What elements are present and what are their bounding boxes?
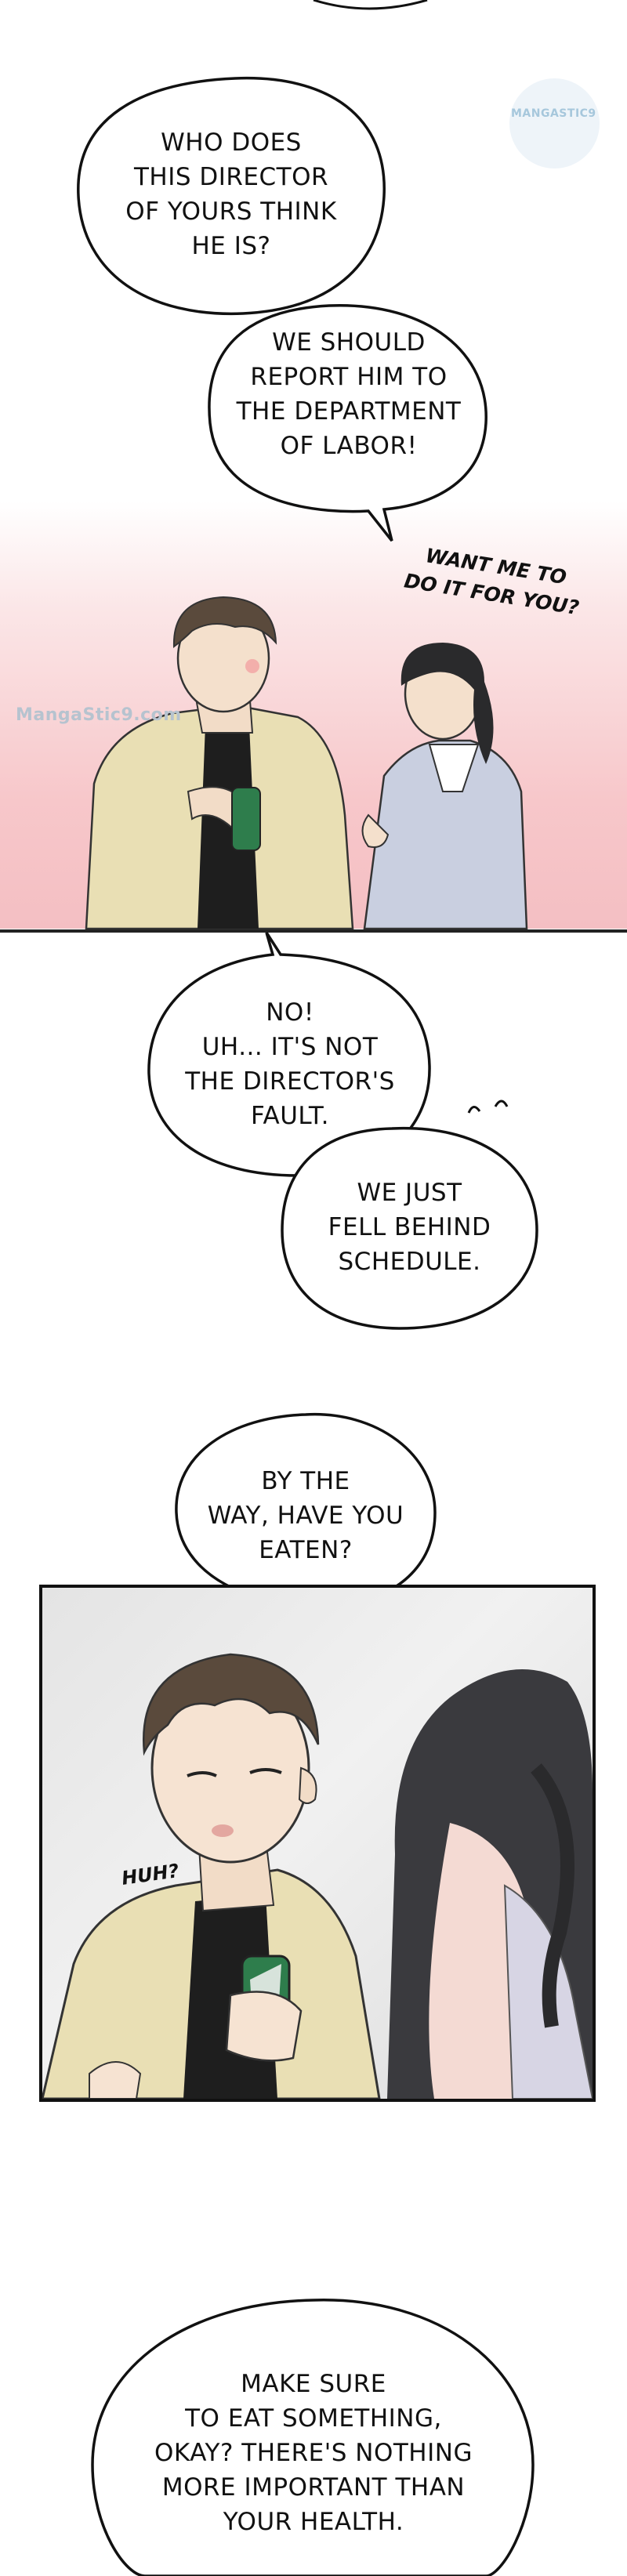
sfx-sweat-marks	[467, 1100, 509, 1114]
man-character	[85, 596, 354, 930]
bubble-schedule-shape	[281, 1126, 538, 1330]
watermark-top-right-text: MANGASTIC9	[511, 107, 596, 120]
panel-closeup-frame	[39, 1585, 596, 2102]
bubbles-scene-two	[147, 932, 538, 1636]
bubble-director-text: WHO DOES THIS DIRECTOR OF YOURS THINK HE…	[125, 129, 337, 260]
watermark-logo	[509, 78, 600, 168]
woman-character	[361, 643, 528, 930]
bubble-health-text: MAKE SURE TO EAT SOMETHING, OKAY? THERE'…	[154, 2370, 473, 2536]
scene-one-characters	[0, 0, 627, 933]
watermark-middle-left-text: MangaStic9.com	[16, 705, 182, 725]
bubble-report-text: WE SHOULD REPORT HIM TO THE DEPARTMENT O…	[236, 328, 462, 460]
bubble-eaten-text: BY THE WAY, HAVE YOU EATEN?	[207, 1467, 404, 1564]
top-partial-bubble	[313, 0, 428, 10]
bubble-report-shape	[208, 304, 487, 542]
closeup-characters	[42, 1653, 593, 2099]
bubble-not-fault-text: NO! UH... IT'S NOT THE DIRECTOR'S FAULT.	[185, 998, 395, 1130]
bubble-director-shape	[77, 76, 386, 316]
bubble-health-shape	[91, 2299, 535, 2576]
bubbles-scene-one	[77, 76, 487, 542]
bubble-schedule-text: WE JUST FELL BEHIND SCHEDULE.	[328, 1179, 491, 1276]
